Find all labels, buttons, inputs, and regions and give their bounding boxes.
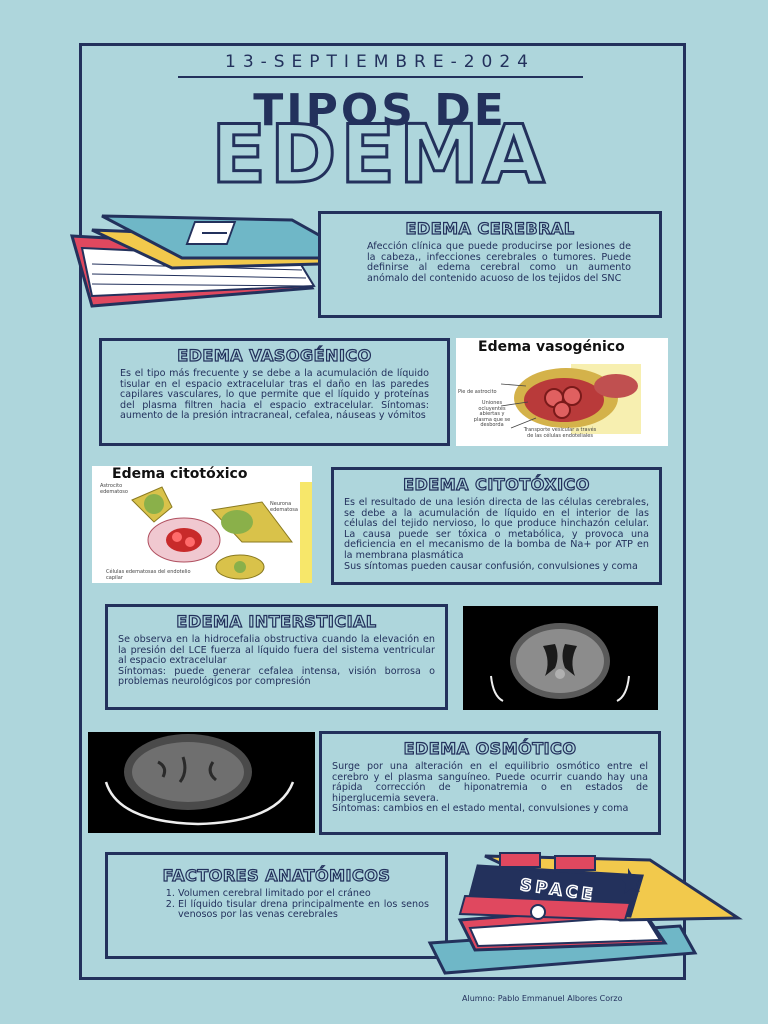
card-edema-intersticial: EDEMA INTERSTICIAL Se observa en la hidr…	[105, 604, 448, 710]
ct-scan-drawing	[104, 734, 295, 826]
list-item: Volumen cerebral limitado por el cráneo	[178, 888, 429, 900]
date-divider	[178, 76, 583, 78]
image-label: Células edematosas del endotelio capilar	[106, 569, 191, 581]
card-title: EDEMA INTERSTICIAL	[176, 611, 377, 631]
list-item: El líquido tisular drena principalmente …	[178, 899, 429, 921]
card-edema-cerebral: EDEMA CEREBRAL Afección clínica que pued…	[318, 211, 662, 318]
image-edema-vasogenico: Edema vasogénico Pie de astrocito Unione…	[456, 338, 668, 446]
card-edema-vasogenico: EDEMA VASOGÉNICO Es el tipo más frecuent…	[99, 338, 450, 446]
card-text-2: Sus síntomas pueden causar confusión, co…	[344, 560, 638, 572]
image-label: Pie de astrocito	[458, 389, 497, 395]
card-text-2: Síntomas: cambios en el estado mental, c…	[332, 803, 629, 815]
factores-list: Volumen cerebral limitado por el cráneo …	[118, 888, 435, 921]
card-title: EDEMA OSMÓTICO	[403, 738, 577, 758]
card-text: Afección clínica que puede producirse po…	[367, 241, 631, 284]
ct-scan-osmotico	[88, 732, 315, 833]
image-label: Neurona edematosa	[270, 501, 298, 513]
image-title: Edema citotóxico	[112, 466, 248, 482]
date-header: 13-SEPTIEMBRE-2024	[225, 52, 535, 72]
title-line-1: TIPOS DE	[253, 85, 507, 136]
card-edema-citotoxico: EDEMA CITOTÓXICO Es el resultado de una …	[331, 467, 662, 585]
ct-scan-drawing	[490, 623, 630, 702]
card-text-2: Síntomas: puede generar cefalea intensa,…	[118, 665, 435, 688]
image-edema-citotoxico: Edema citotóxico Astrocito edematoso Neu…	[92, 466, 312, 583]
image-label: Uniones ocluyentes abiertas y plasma que…	[473, 400, 511, 428]
vasogenic-diagram	[500, 364, 641, 434]
card-title: EDEMA CEREBRAL	[405, 218, 575, 238]
card-factores-anatomicos: FACTORES ANATÓMICOS Volumen cerebral lim…	[105, 852, 448, 959]
card-text: Es el tipo más frecuente y se debe a la …	[120, 368, 429, 422]
footer-author: Alumno: Pablo Emmanuel Albores Corzo	[462, 994, 623, 1003]
image-title: Edema vasogénico	[478, 339, 625, 355]
ct-scan-intersticial	[463, 606, 658, 710]
title-line-2: EDEMA	[210, 107, 549, 203]
books-illustration-bottom: SPACE	[427, 852, 743, 975]
cytotoxic-diagram	[131, 482, 312, 583]
card-title: FACTORES ANATÓMICOS	[162, 865, 391, 885]
card-text: Se observa en la hidrocefalia obstructiv…	[118, 634, 435, 667]
card-title: EDEMA CITOTÓXICO	[402, 474, 590, 494]
card-text: Surge por una alteración en el equilibri…	[332, 761, 648, 804]
card-title: EDEMA VASOGÉNICO	[177, 345, 372, 365]
books-illustration-top	[69, 214, 362, 308]
image-label: Transporte vesicular a través de las cél…	[523, 427, 597, 439]
card-edema-osmotico: EDEMA OSMÓTICO Surge por una alteración …	[319, 731, 661, 835]
card-text: Es el resultado de una lesión directa de…	[344, 497, 649, 561]
page-frame	[79, 43, 686, 980]
image-label: Astrocito edematoso	[100, 483, 128, 495]
